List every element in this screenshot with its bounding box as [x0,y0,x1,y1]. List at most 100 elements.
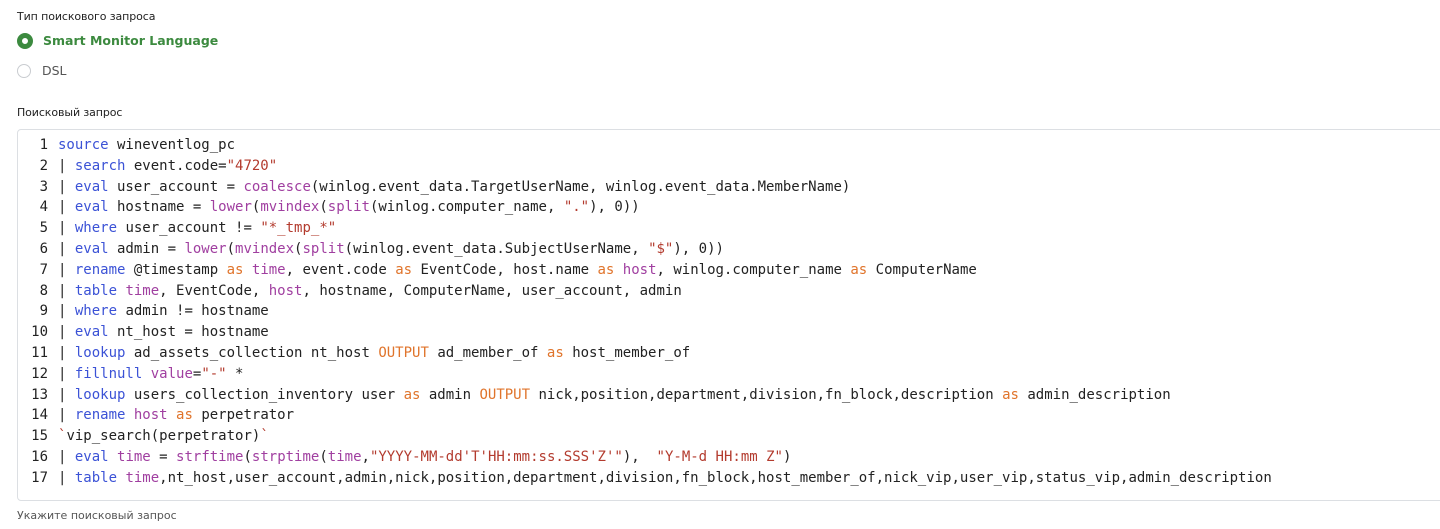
code-token: time [125,469,160,486]
code-token: time [251,261,286,278]
code-token: where [74,220,118,237]
code-token: eval [74,448,109,465]
line-content: | rename @timestamp as time, event.code … [58,260,977,281]
code-line: 5| where user_account != "*_tmp_*" [18,218,1272,239]
code-token: admin [420,386,480,403]
code-line: 3| eval user_account = coalesce(winlog.e… [18,177,1272,198]
code-token: split [327,199,370,216]
code-token: as [403,386,421,403]
line-content: | lookup users_collection_inventory user… [58,385,1171,406]
code-token: time [327,448,362,465]
code-token: | [58,365,75,382]
code-token: (winlog.event_data.SubjectUserName, [344,240,649,257]
code-token: user_account != [117,220,261,237]
code-token: fillnull [74,365,143,382]
code-token: EventCode, host.name [412,261,598,278]
code-token: "YYYY-MM-dd'T'HH:mm:ss.SSS'Z'" [369,448,623,465]
radio-checked-icon[interactable] [17,33,33,49]
code-token: as [597,261,615,278]
code-token: host [622,261,657,278]
code-token: as [546,344,564,361]
code-token [614,262,622,278]
radio-label: Smart Monitor Language [43,33,219,48]
query-type-label: Тип поискового запроса [17,10,156,23]
code-token: eval [74,240,109,257]
query-hint: Укажите поисковый запрос [17,509,177,522]
line-number: 8 [39,282,48,299]
code-token: , EventCode, [159,282,269,299]
line-content: | eval admin = lower(mvindex(split(winlo… [58,239,724,260]
line-number: 10 [31,324,48,341]
line-number: 2 [39,157,48,174]
code-token: "4720" [226,157,278,174]
code-token: ( [319,199,328,216]
code-token: | [58,199,75,216]
code-token: perpetrator [192,407,295,424]
line-content: | eval nt_host = hostname [58,322,269,343]
code-token: | [58,220,75,237]
code-token: | [58,303,75,320]
code-token: mvindex [235,240,295,257]
radio-label: DSL [42,63,67,78]
code-token: "." [563,199,590,216]
code-editor[interactable]: 1 source wineventlog_pc 2 | search event.co… [17,129,1440,501]
code-token: | [58,469,75,486]
code-line: 7| rename @timestamp as time, event.code… [18,260,1272,281]
line-content: | search event.code="4720" [58,156,277,177]
code-token: , hostname, ComputerName, user_account, … [302,282,682,299]
code-token: source [58,137,109,153]
code-token: rename [74,261,126,278]
code-token [168,407,176,423]
line-content: | rename host as perpetrator [58,405,294,426]
code-token: host [268,282,303,299]
code-token: wineventlog_pc [108,137,236,153]
code-token: host [133,407,168,424]
code-token: mvindex [260,199,320,216]
line-content: | lookup ad_assets_collection nt_host OU… [58,343,690,364]
radio-unchecked-icon[interactable] [17,64,31,78]
code-line: 2 | search event.code="4720" [18,156,1272,177]
code-token: strptime [251,448,320,465]
line-number: 14 [31,407,48,424]
line-number: 1 [39,137,48,153]
code-token: , [361,448,370,465]
line-content: | eval time = strftime(strptime(time,"YY… [58,447,791,468]
line-number: 3 [39,178,48,195]
radio-smart-monitor-language[interactable]: Smart Monitor Language [17,33,218,49]
line-number: 6 [39,240,48,257]
code-token: admin_description [1018,386,1171,403]
code-token: OUTPUT [378,344,429,361]
code-line: 11| lookup ad_assets_collection nt_host … [18,343,1272,364]
line-content: | table time, EventCode, host, hostname,… [58,281,682,302]
code-token: nick,position,department,division,fn_blo… [530,386,1003,403]
code-token: event.code= [125,157,227,174]
code-token: eval [74,199,109,216]
code-token: "Y-M-d HH:mm Z" [656,448,783,465]
code-token: ) [782,448,792,465]
code-line: 17| table time,nt_host,user_account,admi… [18,468,1272,489]
code-token: nt_host = hostname [108,324,269,341]
line-number: 4 [39,199,48,216]
code-token: lower [184,240,227,257]
line-content: | where user_account != "*_tmp_*" [58,218,336,239]
code-token: | [58,178,75,195]
code-token: "*_tmp_*" [260,220,337,237]
code-token: @timestamp [125,261,227,278]
line-number: 15 [31,428,48,445]
code-token: | [58,344,75,361]
code-token: time [125,282,160,299]
code-token: ad_member_of [428,344,547,361]
search-query-label: Поисковый запрос [17,106,123,119]
code-token [243,262,251,278]
code-token: admin != hostname [117,303,269,320]
line-number: 12 [31,365,48,382]
code-token: (winlog.computer_name, [369,199,564,216]
code-line: 15`vip_search(perpetrator)` [18,426,1272,447]
line-number: 16 [31,448,48,465]
code-token: ,nt_host,user_account,admin,nick,positio… [159,469,1272,486]
radio-dsl[interactable]: DSL [17,63,67,79]
code-token: admin = [108,240,185,257]
code-token: OUTPUT [479,386,531,403]
code-token: as [395,261,413,278]
code-token: hostname = [108,199,210,216]
